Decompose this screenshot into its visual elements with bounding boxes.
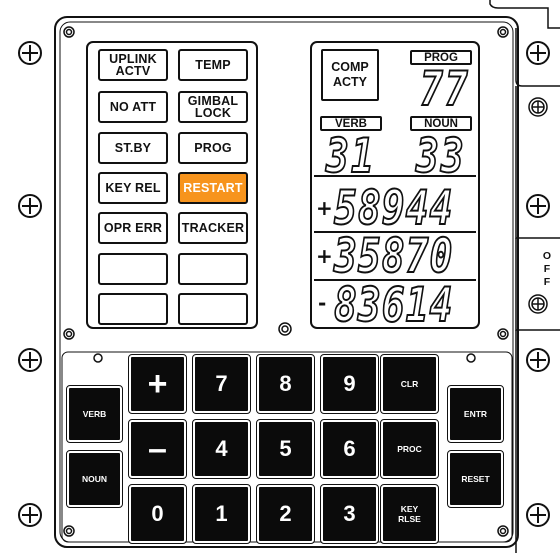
- key-rlse-key[interactable]: KEY RLSE: [380, 484, 439, 544]
- reset-key[interactable]: RESET: [447, 450, 504, 508]
- register-3-sign: -: [318, 291, 327, 315]
- key-1[interactable]: 1: [192, 484, 251, 544]
- register-2-value: 35870: [333, 227, 454, 284]
- comp-acty-indicator: COMP ACTY: [321, 49, 379, 101]
- prog-label: PROG: [410, 50, 472, 65]
- register-1-sign: +: [316, 196, 333, 220]
- register-2-sign: +: [316, 244, 333, 268]
- key-9[interactable]: 9: [320, 354, 379, 414]
- clr-key[interactable]: CLR: [380, 354, 439, 414]
- lamp-blank: [98, 293, 168, 325]
- key-3[interactable]: 3: [320, 484, 379, 544]
- key-7[interactable]: 7: [192, 354, 251, 414]
- plus-key[interactable]: +: [128, 354, 187, 414]
- register-1-value: 58944: [333, 179, 454, 236]
- noun-value: 33: [415, 127, 466, 184]
- minus-key[interactable]: –: [128, 419, 187, 479]
- lamp-prog: PROG: [178, 132, 248, 164]
- lamp-no-att: NO ATT: [98, 91, 168, 123]
- lamp-blank: [178, 293, 248, 325]
- lamp-temp: TEMP: [178, 49, 248, 81]
- lamp-blank: [98, 253, 168, 285]
- key-6[interactable]: 6: [320, 419, 379, 479]
- verb-key[interactable]: VERB: [66, 385, 123, 443]
- noun-key[interactable]: NOUN: [66, 450, 123, 508]
- lamp-uplink-actv: UPLINK ACTV: [98, 49, 168, 81]
- key-0[interactable]: 0: [128, 484, 187, 544]
- key-5[interactable]: 5: [256, 419, 315, 479]
- off-label: O F F: [542, 250, 552, 288]
- prog-value: 77: [419, 60, 470, 117]
- lamp-gimbal-lock: GIMBAL LOCK: [178, 91, 248, 123]
- verb-label: VERB: [320, 116, 382, 131]
- proc-key[interactable]: PROC: [380, 419, 439, 479]
- key-4[interactable]: 4: [192, 419, 251, 479]
- key-2[interactable]: 2: [256, 484, 315, 544]
- lamp-key-rel: KEY REL: [98, 172, 168, 204]
- lamp-restart: RESTART: [178, 172, 248, 204]
- register-3-value: 83614: [333, 276, 454, 333]
- key-8[interactable]: 8: [256, 354, 315, 414]
- lamp-blank: [178, 253, 248, 285]
- verb-value: 31: [325, 127, 376, 184]
- lamp-tracker: TRACKER: [178, 212, 248, 244]
- lamp-opr-err: OPR ERR: [98, 212, 168, 244]
- entr-key[interactable]: ENTR: [447, 385, 504, 443]
- noun-label: NOUN: [410, 116, 472, 131]
- lamp-stby: ST.BY: [98, 132, 168, 164]
